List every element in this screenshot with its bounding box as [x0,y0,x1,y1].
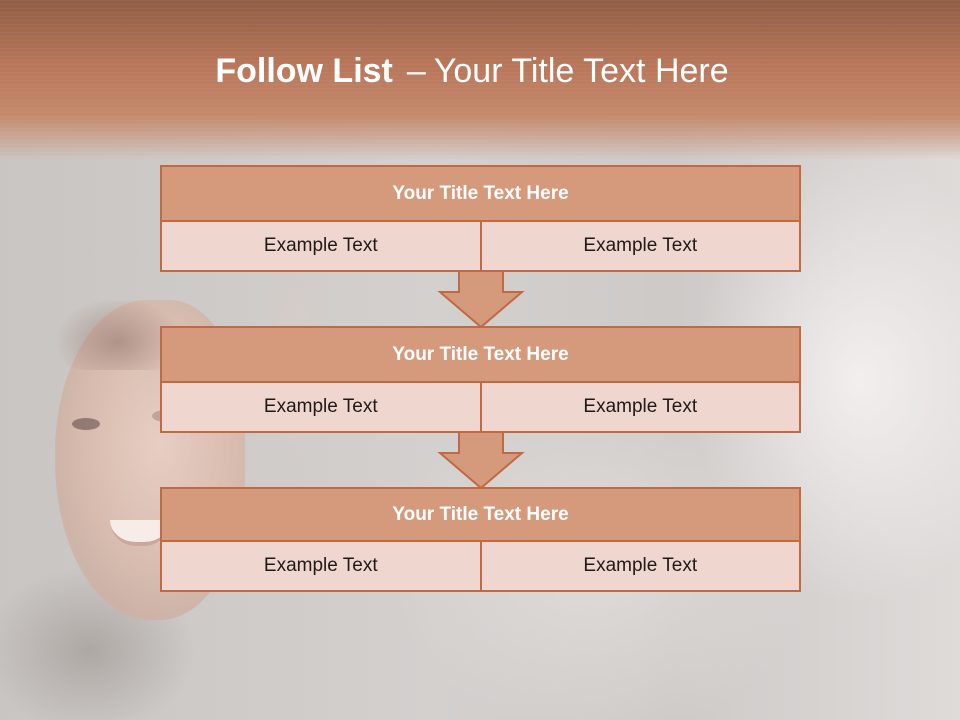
step-box-1: Your Title Text Here Example Text Exampl… [160,165,801,272]
down-arrow-icon [437,431,525,490]
step-header-2: Your Title Text Here [160,326,801,383]
hair-shade [58,300,178,370]
step-cell-left-3: Example Text [160,542,482,592]
step-header-3: Your Title Text Here [160,487,801,542]
step-header-1: Your Title Text Here [160,165,801,222]
step-cell-left-1: Example Text [160,222,482,272]
eye-left [72,418,100,430]
step-cell-left-2: Example Text [160,383,482,433]
step-box-3: Your Title Text Here Example Text Exampl… [160,487,801,592]
title-band [0,0,960,160]
step-cells-2: Example Text Example Text [160,383,801,433]
title-bold: Follow List [215,52,393,90]
title-dash: – [406,52,426,90]
step-cell-right-1: Example Text [479,222,801,272]
step-cell-right-3: Example Text [479,542,801,592]
slide-title: Follow List–Your Title Text Here [0,52,944,91]
down-arrow-icon [437,270,525,329]
step-box-2: Your Title Text Here Example Text Exampl… [160,326,801,433]
step-cells-3: Example Text Example Text [160,542,801,592]
step-cell-right-2: Example Text [479,383,801,433]
title-rest: Your Title Text Here [433,52,729,90]
step-cells-1: Example Text Example Text [160,222,801,272]
